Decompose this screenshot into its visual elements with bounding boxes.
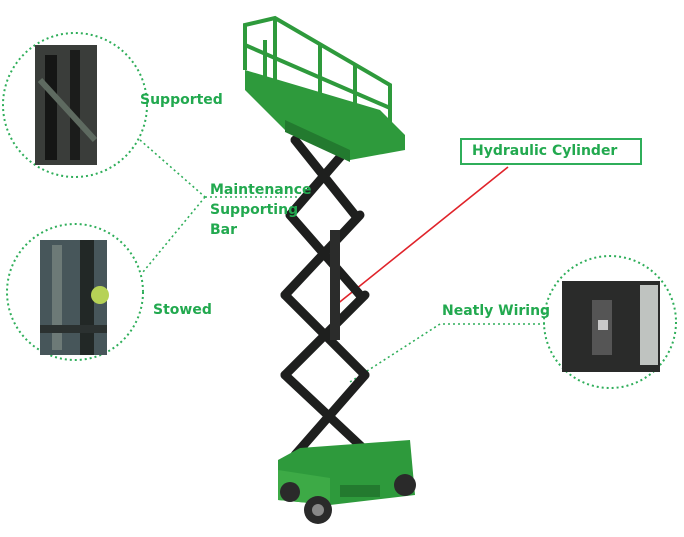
label-supported: Supported xyxy=(140,92,223,108)
dotted-connectors xyxy=(139,139,545,383)
label-hydraulic-cylinder: Hydraulic Cylinder xyxy=(460,138,642,165)
label-maintenance-line1: Maintenance xyxy=(210,182,312,198)
label-maintenance-line3: Bar xyxy=(210,222,238,238)
detail-circle-supported xyxy=(2,32,148,178)
label-maintenance-line2: Supporting xyxy=(210,202,299,218)
detail-circle-neatly-wiring xyxy=(543,255,677,389)
scissor-lift-illustration xyxy=(243,15,416,524)
label-neatly-wiring: Neatly Wiring xyxy=(442,303,551,319)
hydraulic-pointer-line xyxy=(335,166,509,306)
detail-circle-stowed xyxy=(6,223,144,361)
label-stowed: Stowed xyxy=(153,302,212,318)
